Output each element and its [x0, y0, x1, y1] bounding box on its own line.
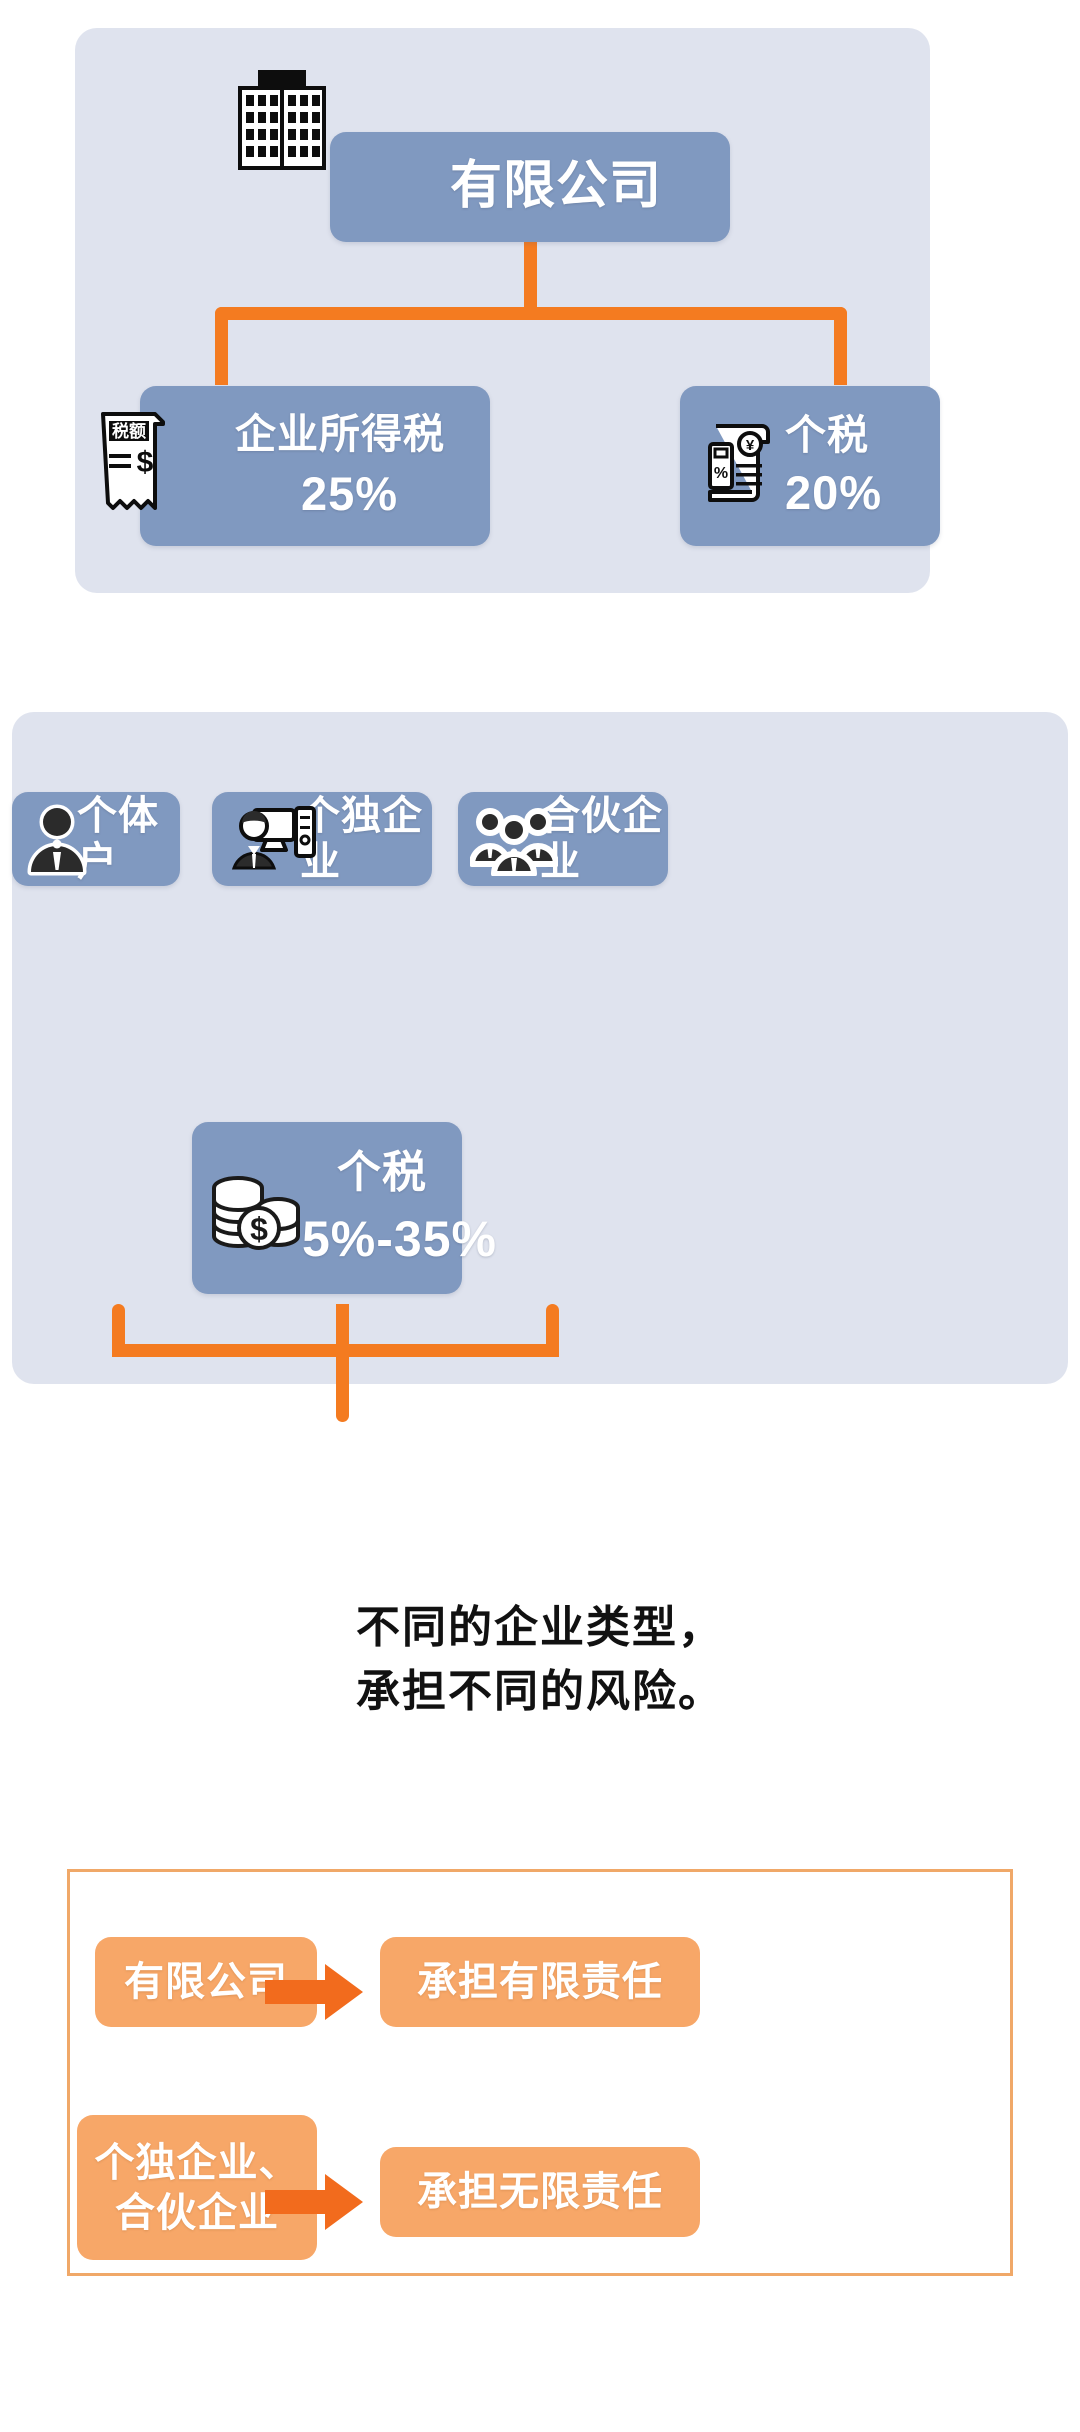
connector-stem-vertical: [524, 242, 537, 314]
right-arrow-icon-2: [265, 2172, 365, 2237]
businessman-computer-icon: [228, 806, 318, 874]
chip-partnership[interactable]: 合伙企业: [458, 792, 668, 886]
connector-horizontal-bar: [215, 307, 847, 320]
svg-text:税额: 税额: [112, 421, 146, 441]
liability-source-unincorporated-label: 个独企业、 合伙企业: [95, 2138, 300, 2238]
three-people-group-icon: [469, 804, 559, 877]
chip-individual-tax-progressive-label: 个税: [337, 1147, 427, 1197]
single-person-icon: [20, 802, 94, 876]
liability-source-unincorporated[interactable]: 个独企业、 合伙企业: [77, 2115, 317, 2260]
chip-corporate-income-tax[interactable]: 企业所得税 25%: [140, 386, 490, 546]
chip-individual-tax-progressive[interactable]: 个税 5%-35%: [192, 1122, 496, 1294]
chip-limited-company-label: 有限公司: [450, 157, 663, 216]
svg-text:$: $: [250, 1211, 268, 1247]
liability-source-limited-company-label: 有限公司: [124, 1960, 288, 2004]
connector-up-left: [112, 1304, 125, 1357]
chip-sole-proprietorship-label: 个独企业: [300, 794, 423, 884]
connector-right-drop: [834, 307, 847, 385]
caption-block: 不同的企业类型， 承担不同的风险。: [0, 1596, 1080, 1724]
connector-horizontal-bar-2: [112, 1344, 559, 1357]
liability-result-limited-label: 承担有限责任: [417, 1960, 663, 2004]
svg-text:%: %: [714, 465, 728, 482]
svg-text:$: $: [137, 446, 154, 479]
chip-corporate-income-tax-rate: 25%: [300, 466, 399, 520]
chip-partnership-label: 合伙企业: [540, 794, 663, 884]
liability-source-unincorporated-line2: 合伙企业: [115, 2190, 279, 2235]
chip-individual-tax-rate: 20%: [785, 465, 883, 519]
caption-line-2: 承担不同的风险。: [356, 1666, 724, 1716]
caption-line-1: 不同的企业类型，: [356, 1603, 724, 1652]
liability-result-unlimited[interactable]: 承担无限责任: [380, 2147, 700, 2237]
coin-stack-dollar-icon: $: [204, 1172, 306, 1262]
right-arrow-icon: [265, 1962, 365, 2027]
liability-result-unlimited-label: 承担无限责任: [417, 2170, 663, 2214]
tax-document-percent-icon: % ¥: [692, 416, 784, 508]
office-building-icon: [228, 64, 336, 172]
chip-individual-business[interactable]: 个体户: [12, 792, 180, 886]
svg-text:¥: ¥: [746, 437, 755, 454]
connector-left-drop: [215, 307, 228, 385]
liability-source-unincorporated-line1: 个独企业、: [94, 2140, 300, 2185]
tax-receipt-icon: 税额 $: [97, 406, 169, 518]
chip-individual-tax-progressive-rate: 5%-35%: [302, 1210, 497, 1267]
connector-up-right: [546, 1304, 559, 1357]
liability-result-limited[interactable]: 承担有限责任: [380, 1937, 700, 2027]
chip-individual-tax-label: 个税: [785, 412, 869, 459]
chip-corporate-income-tax-label: 企业所得税: [235, 411, 445, 458]
connector-down-middle: [336, 1344, 349, 1422]
chip-individual-business-label: 个体户: [77, 794, 159, 884]
connector-up-middle: [336, 1304, 349, 1357]
chip-limited-company[interactable]: 有限公司: [330, 132, 730, 242]
